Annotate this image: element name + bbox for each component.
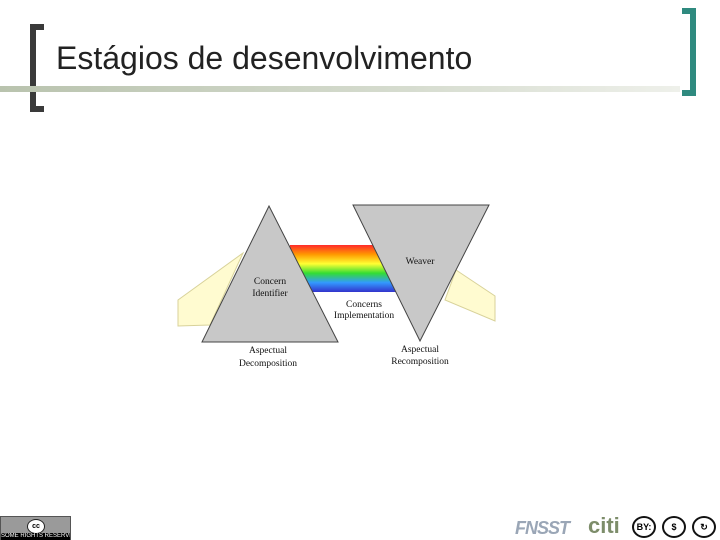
weaver-prism xyxy=(352,204,490,343)
noncommercial-icon: $ xyxy=(662,516,686,538)
title-underline xyxy=(0,86,680,92)
concerns-implementation-label-line2: Implementation xyxy=(334,311,394,321)
cc-by-nc-sa-badge: BY: $ ↻ xyxy=(632,514,720,540)
slide-title: Estágios de desenvolvimento xyxy=(56,40,473,76)
title-bracket-right xyxy=(682,8,696,96)
fnsst-logo: FNSST xyxy=(515,518,570,538)
weaver-label: Weaver xyxy=(406,257,436,267)
cc-rights-text: SOME RIGHTS RESERVED xyxy=(1,533,70,540)
aspectual-decomposition-label-line2: Decomposition xyxy=(239,359,297,369)
aspectual-recomposition-label-line2: Recomposition xyxy=(391,357,449,367)
concern-identifier-label-line2: Identifier xyxy=(252,288,288,299)
title-bracket-left xyxy=(30,24,44,112)
share-alike-icon: ↻ xyxy=(692,516,716,538)
concern-identifier-label-line1: Concern xyxy=(254,277,286,287)
aspectual-decomposition-label-line1: Aspectual xyxy=(249,346,287,356)
cc-icon: cc xyxy=(27,519,45,534)
aspectual-recomposition-label-line1: Aspectual xyxy=(401,345,439,355)
by-icon: BY: xyxy=(632,516,656,538)
citi-logo: citi xyxy=(588,513,620,538)
outgoing-light-beam xyxy=(444,269,496,322)
concern-identifier-prism xyxy=(201,204,339,343)
spectrum-band xyxy=(285,245,396,292)
creative-commons-badge: cc SOME RIGHTS RESERVED xyxy=(0,516,71,540)
concerns-implementation-label-line1: Concerns xyxy=(346,300,382,310)
